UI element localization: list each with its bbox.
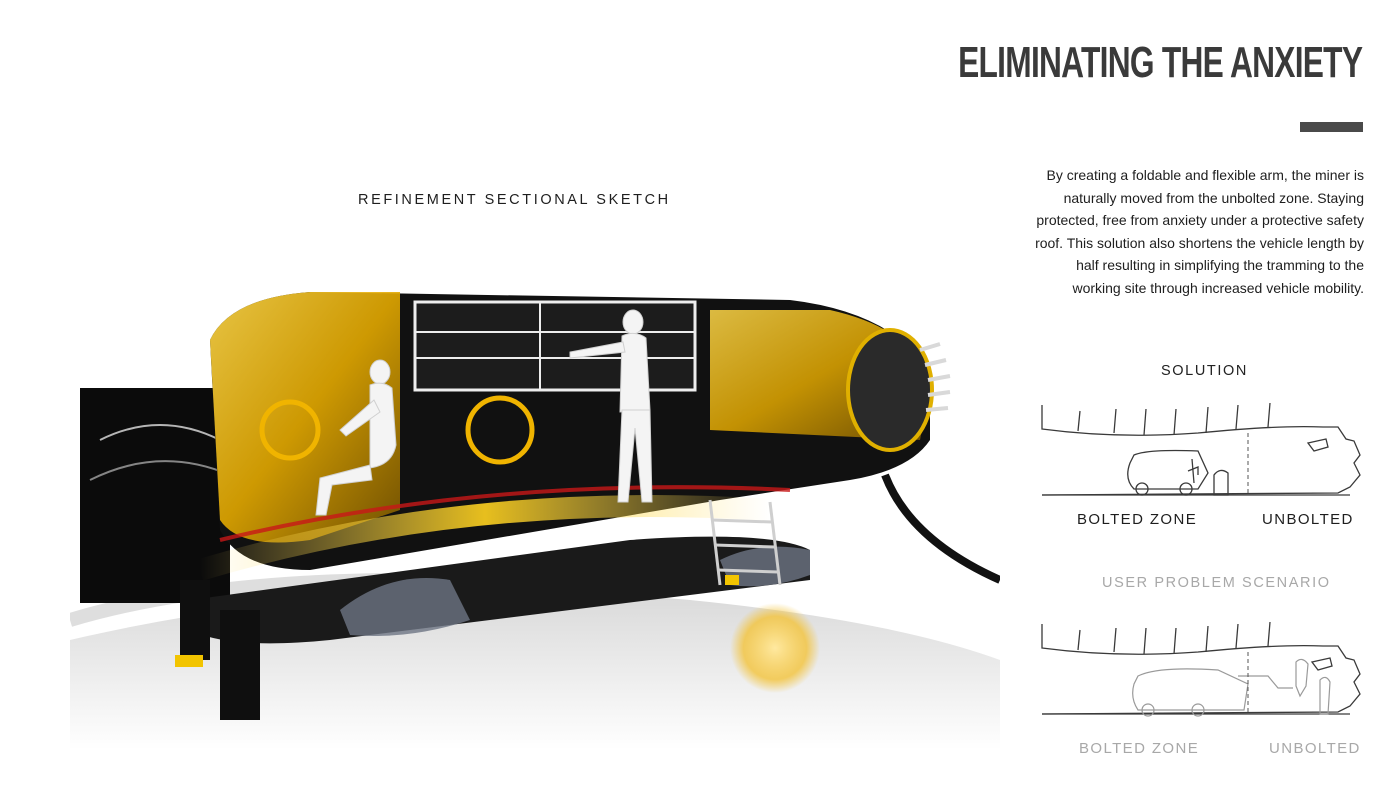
vehicle-sectional-sketch xyxy=(70,292,1000,750)
title-underline-bar xyxy=(1300,122,1363,132)
solution-zone-unbolted: UNBOLTED xyxy=(1262,511,1354,528)
page-title: ELIMINATING THE ANXIETY xyxy=(957,38,1363,87)
problem-diagram xyxy=(1041,621,1361,717)
description-paragraph: By creating a foldable and flexible arm,… xyxy=(1035,167,1364,296)
solution-diagram xyxy=(1041,402,1361,496)
problem-zone-unbolted: UNBOLTED xyxy=(1269,740,1361,757)
problem-heading: USER PROBLEM SCENARIO xyxy=(1102,575,1331,591)
solution-zone-bolted: BOLTED ZONE xyxy=(1077,511,1198,528)
solution-heading: SOLUTION xyxy=(1161,363,1248,379)
sketch-caption: REFINEMENT SECTIONAL SKETCH xyxy=(358,192,671,208)
problem-zone-bolted: BOLTED ZONE xyxy=(1079,740,1200,757)
